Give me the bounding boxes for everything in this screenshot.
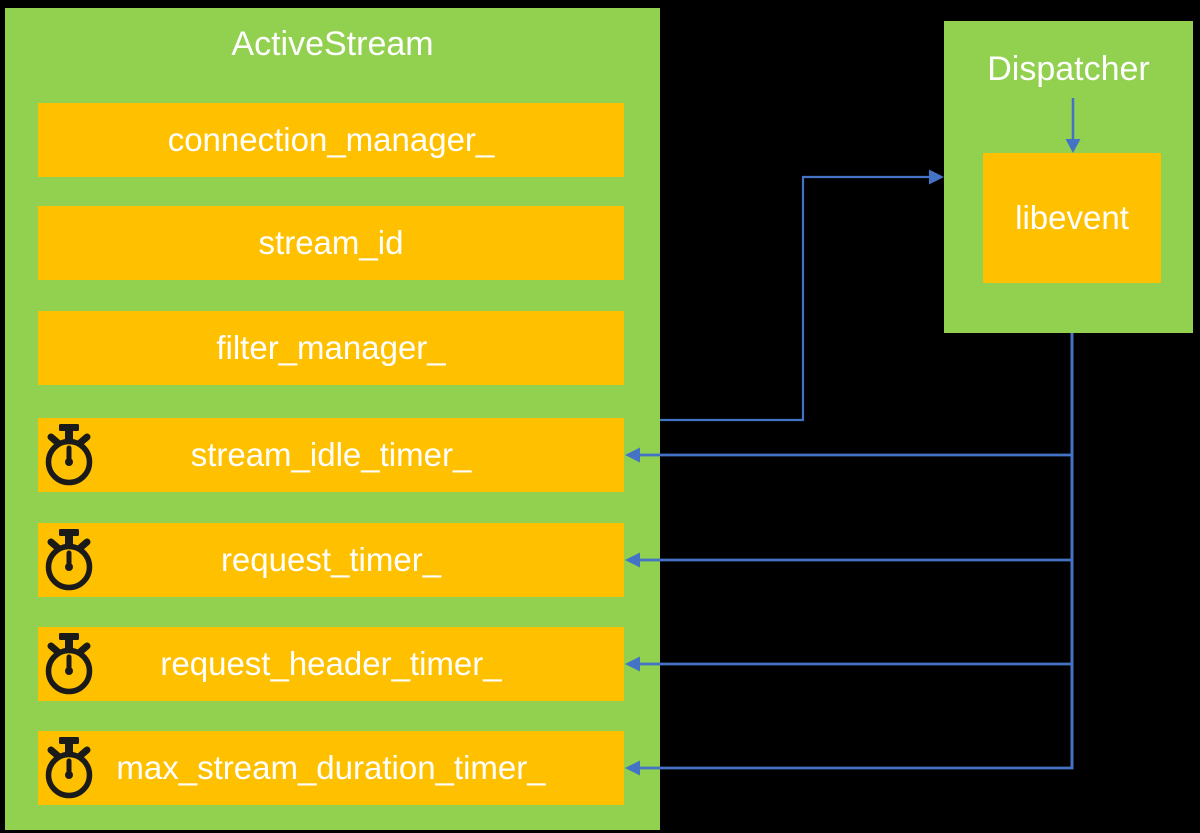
- field-stream-id: stream_id: [38, 206, 624, 280]
- libevent-label: libevent: [1015, 199, 1129, 236]
- field-label: stream_id: [258, 224, 404, 261]
- field-label: request_timer_: [220, 541, 442, 578]
- stopwatch-icon: [43, 529, 95, 591]
- field-label: connection_manager_: [167, 121, 495, 158]
- arrowhead-into-dispatcher: [929, 169, 944, 185]
- field-stream-idle-timer: stream_idle_timer_: [38, 418, 624, 492]
- field-label: request_header_timer_: [160, 645, 502, 682]
- libevent-box: libevent: [983, 153, 1161, 283]
- field-connection-manager: connection_manager_: [38, 103, 624, 177]
- stopwatch-icon: [43, 737, 95, 799]
- field-label: max_stream_duration_timer_: [116, 749, 546, 786]
- activestream-container: ActiveStream connection_manager_ stream_…: [5, 8, 660, 830]
- field-filter-manager: filter_manager_: [38, 311, 624, 385]
- activestream-title: ActiveStream: [231, 25, 434, 63]
- field-request-timer: request_timer_: [38, 523, 624, 597]
- stopwatch-icon: [43, 633, 95, 695]
- field-request-header-timer: request_header_timer_: [38, 627, 624, 701]
- field-max-stream-duration-timer: max_stream_duration_timer_: [38, 731, 624, 805]
- field-label: stream_idle_timer_: [190, 436, 472, 473]
- dispatcher-container: Dispatcher libevent: [944, 21, 1193, 333]
- dispatcher-title: Dispatcher: [987, 50, 1150, 88]
- stopwatch-icon: [43, 424, 95, 486]
- arrow-activestream-to-dispatcher: [660, 175, 931, 422]
- field-label: filter_manager_: [216, 329, 446, 366]
